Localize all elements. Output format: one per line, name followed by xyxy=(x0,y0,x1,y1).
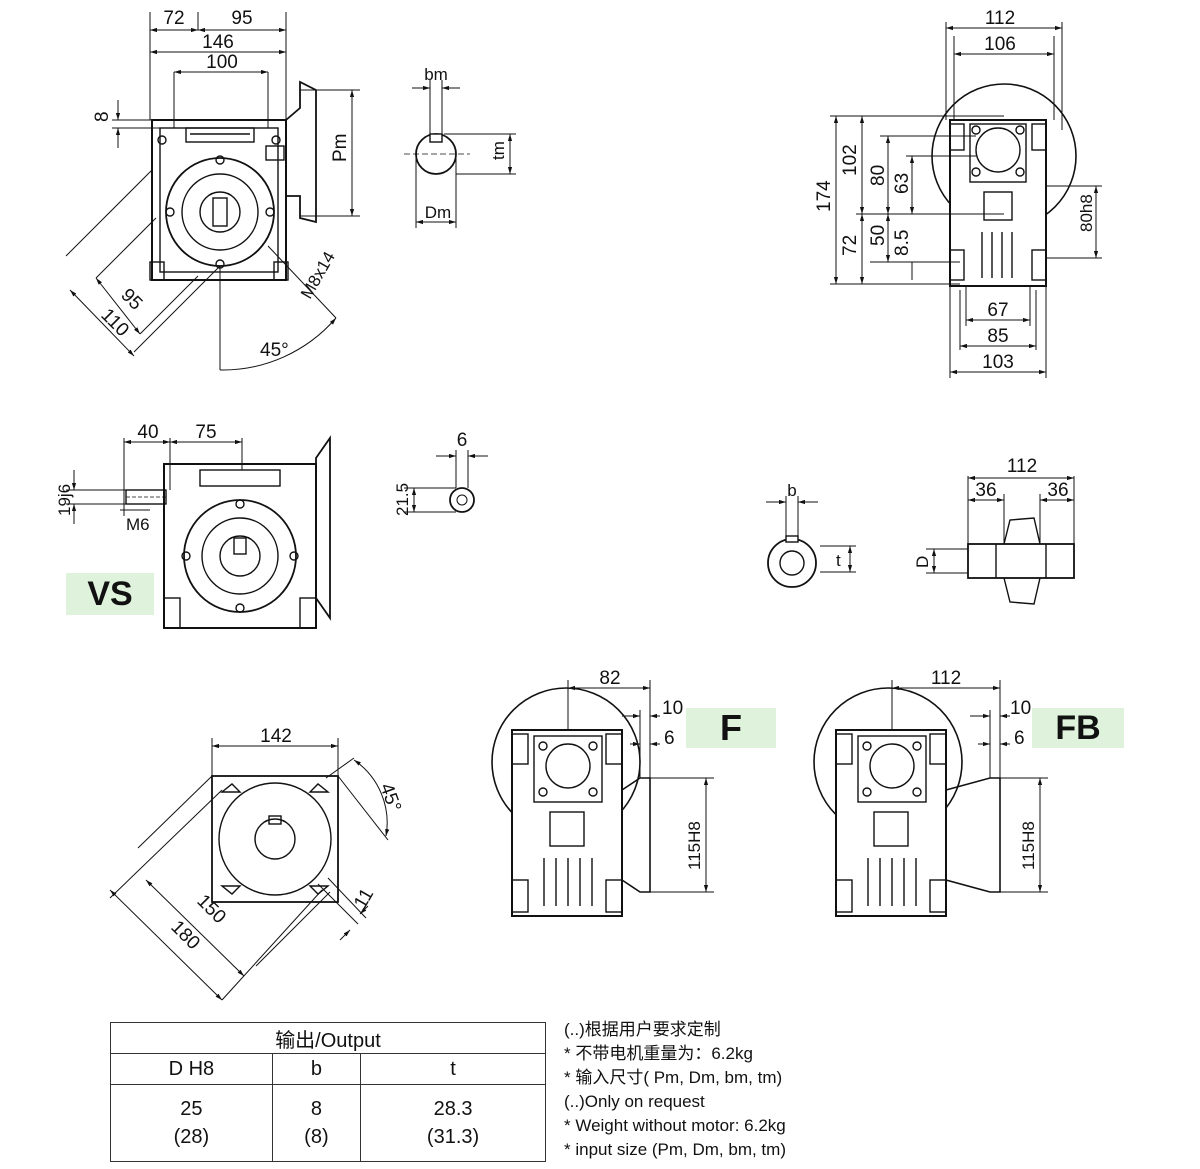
output-key-section xyxy=(766,496,856,588)
dim-50: 50 xyxy=(868,225,889,246)
table-cell-b: 8(8) xyxy=(271,1084,362,1162)
notes-block: (..)根据用户要求定制 * 不带电机重量为：6.2kg * 输入尺寸( Pm,… xyxy=(564,1018,786,1162)
dim-t: t xyxy=(836,551,841,570)
dim-103: 103 xyxy=(982,352,1014,373)
cell-value: 25 xyxy=(180,1098,203,1120)
table-row: 25(28) 8(8) 28.3(31.3) xyxy=(110,1084,546,1162)
dim-flange-45: 45° xyxy=(375,781,405,815)
dim-63: 63 xyxy=(892,173,913,194)
dim-82: 82 xyxy=(599,668,620,689)
dim-tm: tm xyxy=(489,141,508,160)
fb-view-gearbox xyxy=(813,680,1048,917)
note-line: (..)Only on request xyxy=(564,1092,705,1111)
cell-value-alt: (28) xyxy=(173,1126,210,1148)
side-view-dimension-lines xyxy=(65,12,360,371)
side-view-gearbox xyxy=(149,80,317,281)
dim-72: 72 xyxy=(163,8,184,29)
cell-value: 8 xyxy=(310,1098,322,1120)
note-line: * input size (Pm, Dm, bm, tm) xyxy=(564,1140,786,1159)
dim-106: 106 xyxy=(984,34,1016,55)
dim-95: 95 xyxy=(231,8,252,29)
dim-21-5: 21.5 xyxy=(393,483,412,516)
table-header-t: t xyxy=(360,1053,546,1085)
f-variant-tag: F xyxy=(686,707,776,748)
dim-8: 8 xyxy=(92,111,113,122)
dim-dm: Dm xyxy=(425,203,451,222)
dim-112-fb: 112 xyxy=(931,668,961,689)
dim-112-shaft: 112 xyxy=(1007,456,1037,477)
table-caption: 输出/Output xyxy=(110,1022,546,1054)
dim-142: 142 xyxy=(260,726,292,747)
cell-value: 28.3 xyxy=(433,1098,473,1120)
dim-146: 146 xyxy=(202,32,234,53)
dim-75: 75 xyxy=(195,422,216,443)
dim-80: 80 xyxy=(868,165,889,186)
note-line: * 不带电机重量为：6.2kg xyxy=(564,1044,753,1063)
dim-10-f: 10 xyxy=(662,698,683,719)
dim-174: 174 xyxy=(814,180,835,212)
dim-11: 11 xyxy=(350,885,378,913)
dim-d: D xyxy=(913,556,932,568)
dim-67: 67 xyxy=(987,300,1008,321)
vs-key-section xyxy=(404,450,488,513)
table-header-dh8: D H8 xyxy=(110,1053,273,1085)
dim-pm: Pm xyxy=(330,134,351,163)
dim-m6: M6 xyxy=(126,515,150,534)
flange-view xyxy=(109,738,390,1001)
dim-6-fb: 6 xyxy=(1014,728,1025,749)
front-view-gearbox xyxy=(931,83,1077,287)
dim-b: b xyxy=(787,481,796,500)
dim-85: 85 xyxy=(987,326,1008,347)
dim-6-f: 6 xyxy=(664,728,675,749)
cell-value-alt: (8) xyxy=(304,1126,329,1148)
dim-112: 112 xyxy=(985,8,1015,29)
dim-36-right: 36 xyxy=(1047,480,1068,501)
cell-value-alt: (31.3) xyxy=(426,1126,480,1148)
input-shaft-section xyxy=(404,80,516,228)
dim-40: 40 xyxy=(137,422,158,443)
note-line: * 输入尺寸( Pm, Dm, bm, tm) xyxy=(564,1068,783,1087)
dim-19j6: 19j6 xyxy=(55,484,74,516)
f-view-gearbox xyxy=(491,680,714,917)
dim-115h8-fb: 115H8 xyxy=(1019,821,1038,870)
dim-180: 180 xyxy=(166,917,203,954)
table-header-b: b xyxy=(271,1053,362,1085)
dim-115h8-f: 115H8 xyxy=(685,821,704,870)
dim-150: 150 xyxy=(192,891,229,928)
dim-72-right: 72 xyxy=(840,235,861,256)
dim-80h8: 80h8 xyxy=(1077,194,1096,232)
dim-102: 102 xyxy=(840,144,861,176)
table-cell-dh8: 25 (28) xyxy=(110,1084,273,1162)
dim-10-fb: 10 xyxy=(1010,698,1031,719)
vs-view-gearbox xyxy=(66,435,331,629)
dim-100: 100 xyxy=(206,52,238,73)
vs-variant-tag: VS xyxy=(66,573,154,615)
fb-variant-tag: FB xyxy=(1032,708,1124,748)
front-view-dimension-lines xyxy=(830,22,1102,378)
table-cell-t: 28.3 (31.3) xyxy=(360,1084,546,1162)
dim-6-vs: 6 xyxy=(457,430,468,451)
note-line: (..)根据用户要求定制 xyxy=(564,1020,721,1039)
note-line: * Weight without motor: 6.2kg xyxy=(564,1116,786,1135)
dim-36-left: 36 xyxy=(975,480,996,501)
dim-8-5: 8.5 xyxy=(892,230,913,256)
dim-angle-45: 45° xyxy=(260,340,289,361)
output-hollow-shaft xyxy=(926,475,1075,605)
dim-bm: bm xyxy=(424,65,448,84)
dim-m8x14: M8x14 xyxy=(297,248,339,302)
output-dimensions-table: 输出/Output D H8 b t 25(28) 8(8) 28.3(31.3… xyxy=(110,1022,546,1162)
